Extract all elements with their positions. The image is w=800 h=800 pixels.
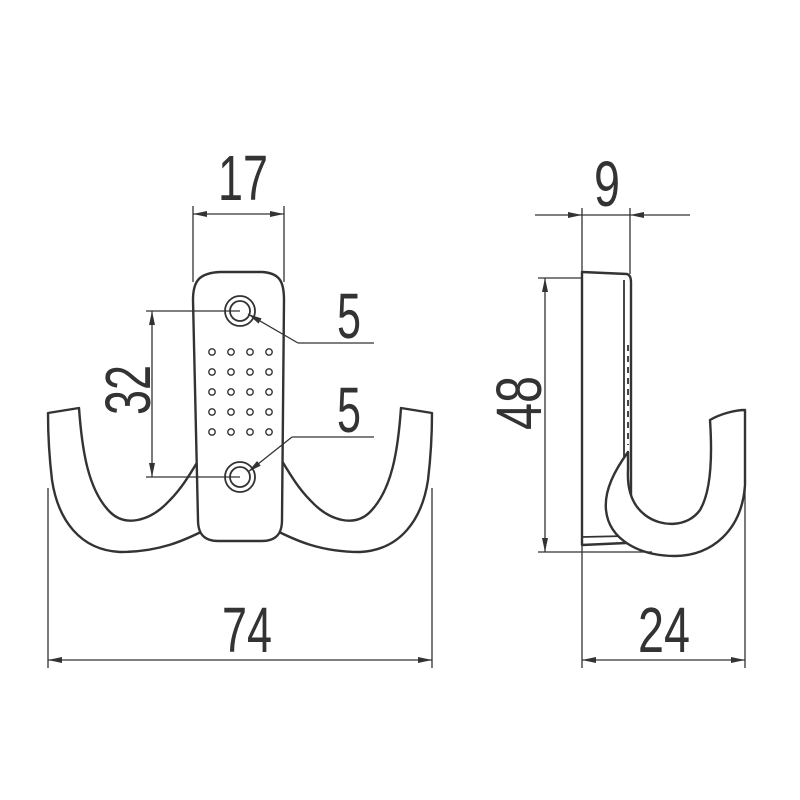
- thickness-dimension: 9: [535, 148, 690, 274]
- hook-side-profile: [604, 408, 747, 558]
- lower-hole-label: 5: [337, 374, 361, 446]
- height-label: 48: [483, 376, 555, 430]
- decorative-dot-pattern: [208, 348, 273, 436]
- plate-width-dimension: 17: [192, 142, 285, 282]
- hole-spacing-dimension: 32: [92, 310, 240, 478]
- depth-dimension: 24: [581, 478, 746, 668]
- overall-width-dimension: 74: [47, 488, 433, 668]
- hole-spacing-label: 32: [92, 365, 164, 415]
- depth-label: 24: [638, 594, 690, 666]
- leader-line: [247, 436, 293, 473]
- mounting-plate-front: [191, 270, 286, 543]
- left-hook-arm: [46, 406, 207, 554]
- plate-width-label: 17: [218, 142, 268, 214]
- height-dimension: 48: [483, 277, 652, 553]
- upper-hole-label: 5: [337, 280, 361, 352]
- leader-line: [247, 313, 299, 344]
- thickness-label: 9: [594, 148, 620, 220]
- side-view: 9 48 24: [483, 148, 747, 668]
- front-view: 17 32 5 5 74: [46, 142, 434, 668]
- overall-width-label: 74: [222, 594, 272, 666]
- upper-hole-callout: 5: [247, 280, 374, 352]
- lower-hole-callout: 5: [247, 374, 374, 473]
